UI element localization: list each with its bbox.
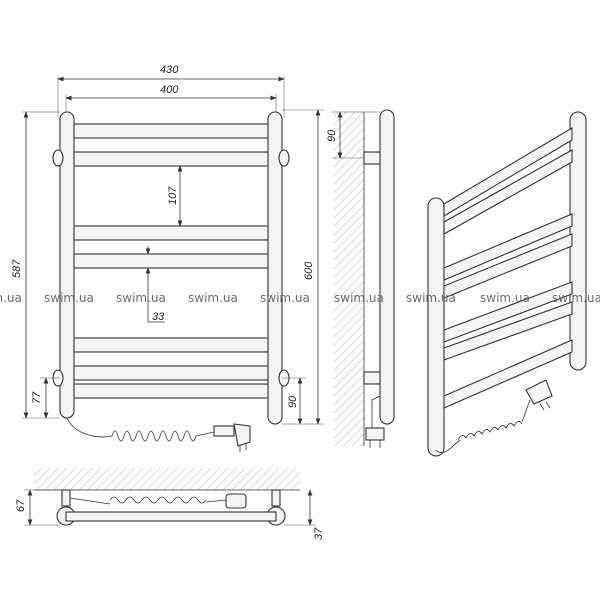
top-wall-hatching [34,468,300,490]
heating-cable [66,417,251,452]
dim-label-37: 37 [313,527,325,540]
dimension-height-left: 587 [11,111,60,419]
dim-label-587: 587 [11,259,23,278]
side-plug [365,427,385,441]
top-bracket-right [271,489,281,507]
rail-6 [73,365,269,381]
perspective-view [427,111,587,457]
dimension-overall-width: 430 [57,64,285,118]
top-view: 67 37 [15,468,325,540]
dim-label-77: 77 [31,391,43,404]
dimension-bottom-left: 77 [31,377,60,419]
rail-1 [73,123,269,139]
dimension-height-right: 600 [282,109,324,425]
persp-plug [525,379,553,405]
dim-label-600: 600 [303,261,315,280]
dim-label-67: 67 [15,499,27,512]
rail-7 [73,383,269,399]
dim-label-430: 430 [160,64,179,76]
side-view: 90 [326,109,395,448]
top-bracket-left [61,489,71,507]
side-bracket-top [363,151,381,165]
dim-label-90-front: 90 [287,395,299,408]
dimension-inner-width: 400 [65,84,277,118]
dimension-bottom-right: 90 [282,377,306,425]
dimension-rail-width: 33 [145,246,165,323]
front-view: 430 400 587 600 [11,64,324,452]
watermark-text: swim.ua [116,291,166,305]
plug-head [233,423,251,447]
watermark-text: swim.ua [0,291,22,305]
watermark-text: swim.ua [44,291,94,305]
top-rail [65,511,277,522]
watermark-text: swim.ua [260,291,310,305]
dimension-top-depth: 67 [15,489,60,526]
side-bracket-bottom [363,371,381,385]
dimension-rail-spacing: 107 [167,165,183,227]
rail-4 [73,253,269,269]
watermark-text: swim.ua [480,291,530,305]
dim-label-400: 400 [160,84,179,96]
bracket-top-left [52,149,64,167]
dim-label-90-side: 90 [326,129,338,142]
bracket-top-right [278,149,290,167]
dim-label-107: 107 [167,186,179,205]
persp-left-tube [427,197,445,457]
top-plug [225,493,247,509]
horizontal-rails [73,123,269,399]
rail-2 [73,151,269,167]
rail-5 [73,337,269,353]
side-vertical-tube [379,109,395,425]
rail-3 [73,225,269,241]
persp-rails [443,127,573,409]
watermark-text: swim.ua [552,291,600,305]
watermark-text: swim.ua [188,291,238,305]
dimension-top-offset: 37 [284,489,325,540]
watermark-text: swim.ua [334,291,384,305]
dim-label-33: 33 [152,311,165,323]
wall-hatching [334,112,364,446]
watermark-row: swim.ua swim.ua swim.ua swim.ua swim.ua … [0,291,600,305]
plug-body [213,425,235,437]
watermark-text: swim.ua [406,291,456,305]
